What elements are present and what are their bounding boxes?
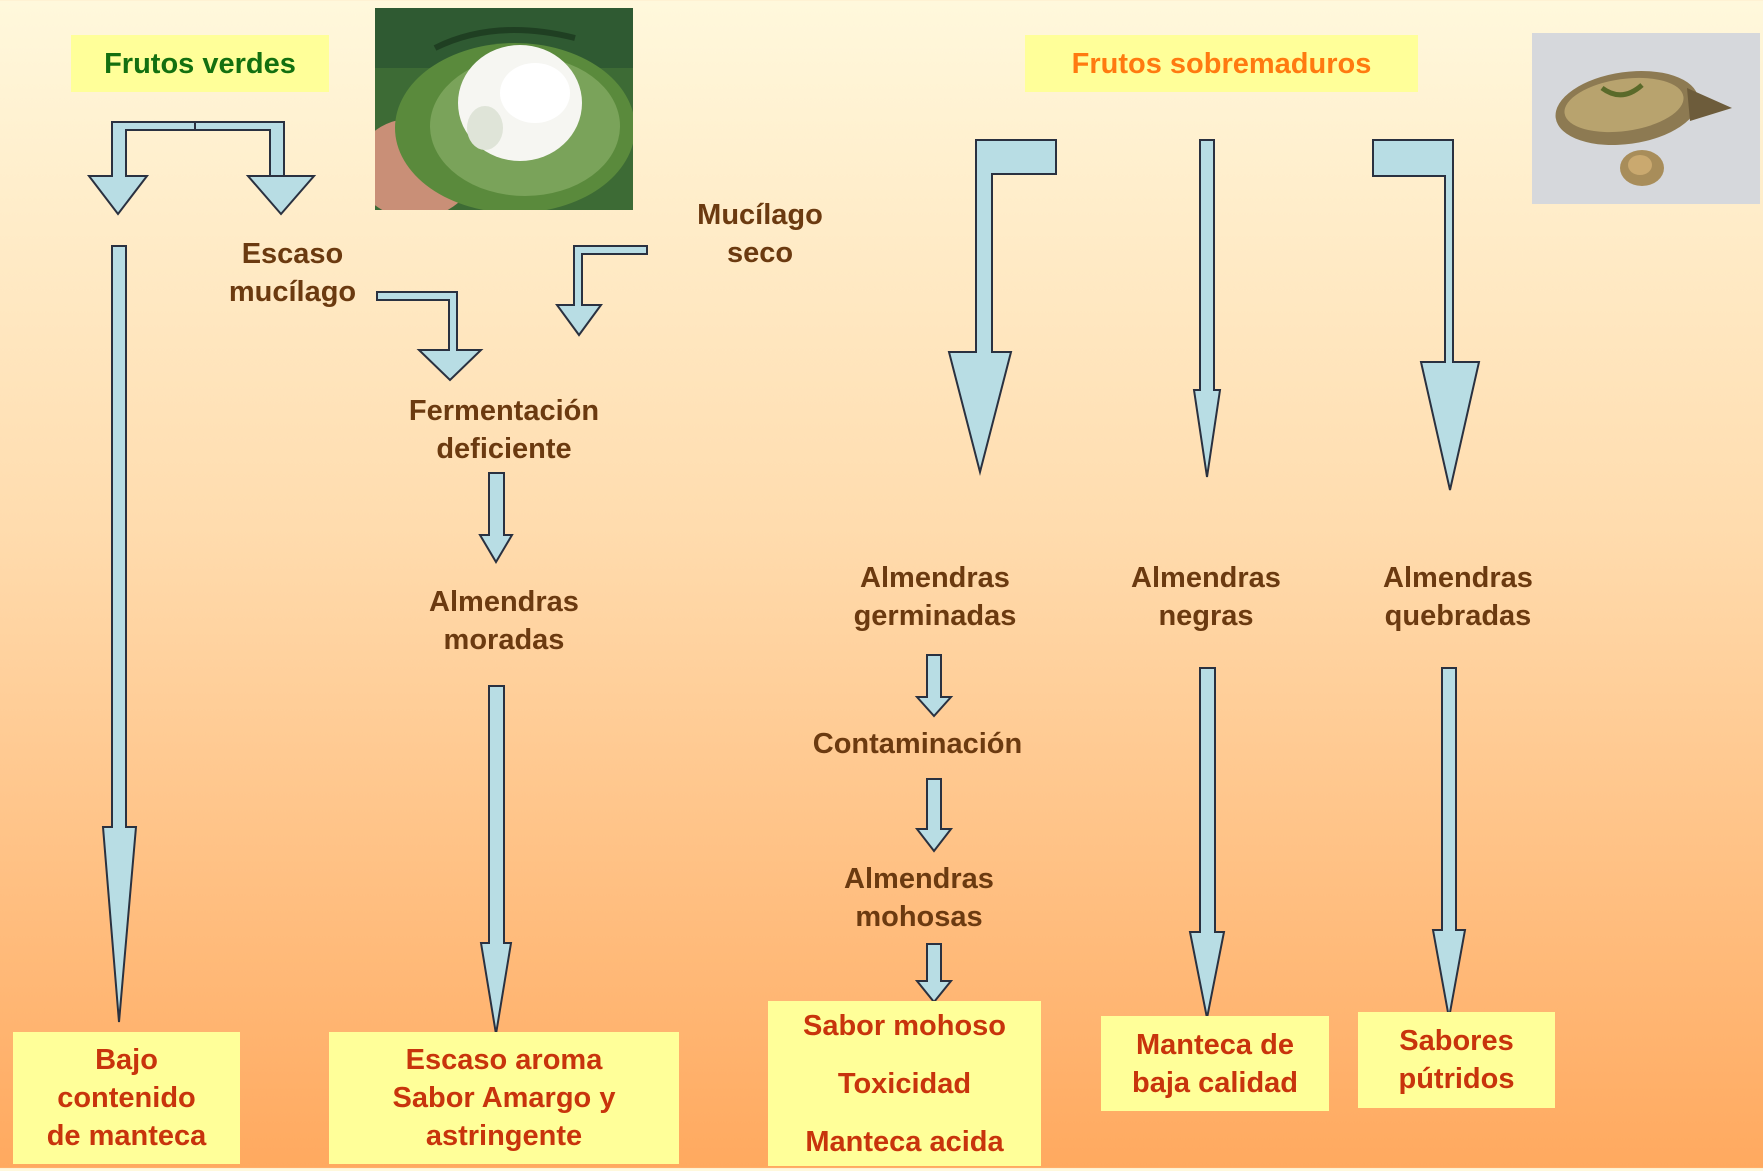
almendras-negras-label: Almendras negras	[1106, 559, 1306, 635]
green-pod-icon	[375, 8, 633, 210]
almendras-germinadas-label: Almendras germinadas	[830, 559, 1040, 635]
arrow-to-bajo-contenido	[103, 246, 136, 1022]
arrow-to-almendras-negras	[1194, 140, 1220, 477]
result-escaso-aroma: Escaso aroma Sabor Amargo y astringente	[329, 1032, 679, 1164]
frutos-sobremaduros-header: Frutos sobremaduros	[1025, 35, 1418, 92]
arrow-to-escaso-aroma	[481, 686, 511, 1034]
arrow-to-almendras-quebradas	[1373, 140, 1479, 490]
arrow-to-contaminacion	[917, 655, 951, 716]
overripe-pod-photo	[1532, 33, 1760, 204]
result-sabor-mohoso: Sabor mohoso Toxicidad Manteca acida	[768, 1001, 1041, 1166]
split-arrow-left-branch	[89, 122, 195, 214]
mucilago-seco-label: Mucílago seco	[670, 196, 850, 272]
result-bajo-contenido: Bajo contenido de manteca	[13, 1032, 240, 1164]
frutos-verdes-header: Frutos verdes	[71, 35, 329, 92]
arrow-to-manteca-baja-calidad	[1190, 668, 1224, 1018]
frutos-verdes-title: Frutos verdes	[71, 45, 329, 83]
arrow-to-sabor-mohoso	[917, 944, 951, 1002]
overripe-pod-icon	[1532, 33, 1760, 204]
arrow-to-almendras-moradas	[480, 473, 512, 562]
almendras-moradas-label: Almendras moradas	[404, 583, 604, 659]
almendras-quebradas-label: Almendras quebradas	[1358, 559, 1558, 635]
arrow-from-escaso-mucilago	[377, 292, 481, 380]
escaso-mucilago-label: Escaso mucílago	[200, 235, 385, 311]
arrow-from-mucilago-seco	[557, 246, 647, 335]
frutos-sobremaduros-title: Frutos sobremaduros	[1025, 45, 1418, 83]
arrow-to-almendras-germinadas	[949, 140, 1056, 472]
result-sabores-putridos: Sabores pútridos	[1358, 1012, 1555, 1108]
split-arrow-right-branch	[195, 122, 314, 214]
result-manteca-baja-calidad: Manteca de baja calidad	[1101, 1016, 1329, 1111]
contaminacion-label: Contaminación	[790, 725, 1045, 763]
arrow-to-almendras-mohosas	[917, 779, 951, 851]
green-pod-photo	[375, 8, 633, 210]
fermentacion-deficiente-label: Fermentación deficiente	[384, 392, 624, 468]
almendras-mohosas-label: Almendras mohosas	[819, 860, 1019, 936]
arrow-to-sabores-putridos	[1433, 668, 1465, 1018]
